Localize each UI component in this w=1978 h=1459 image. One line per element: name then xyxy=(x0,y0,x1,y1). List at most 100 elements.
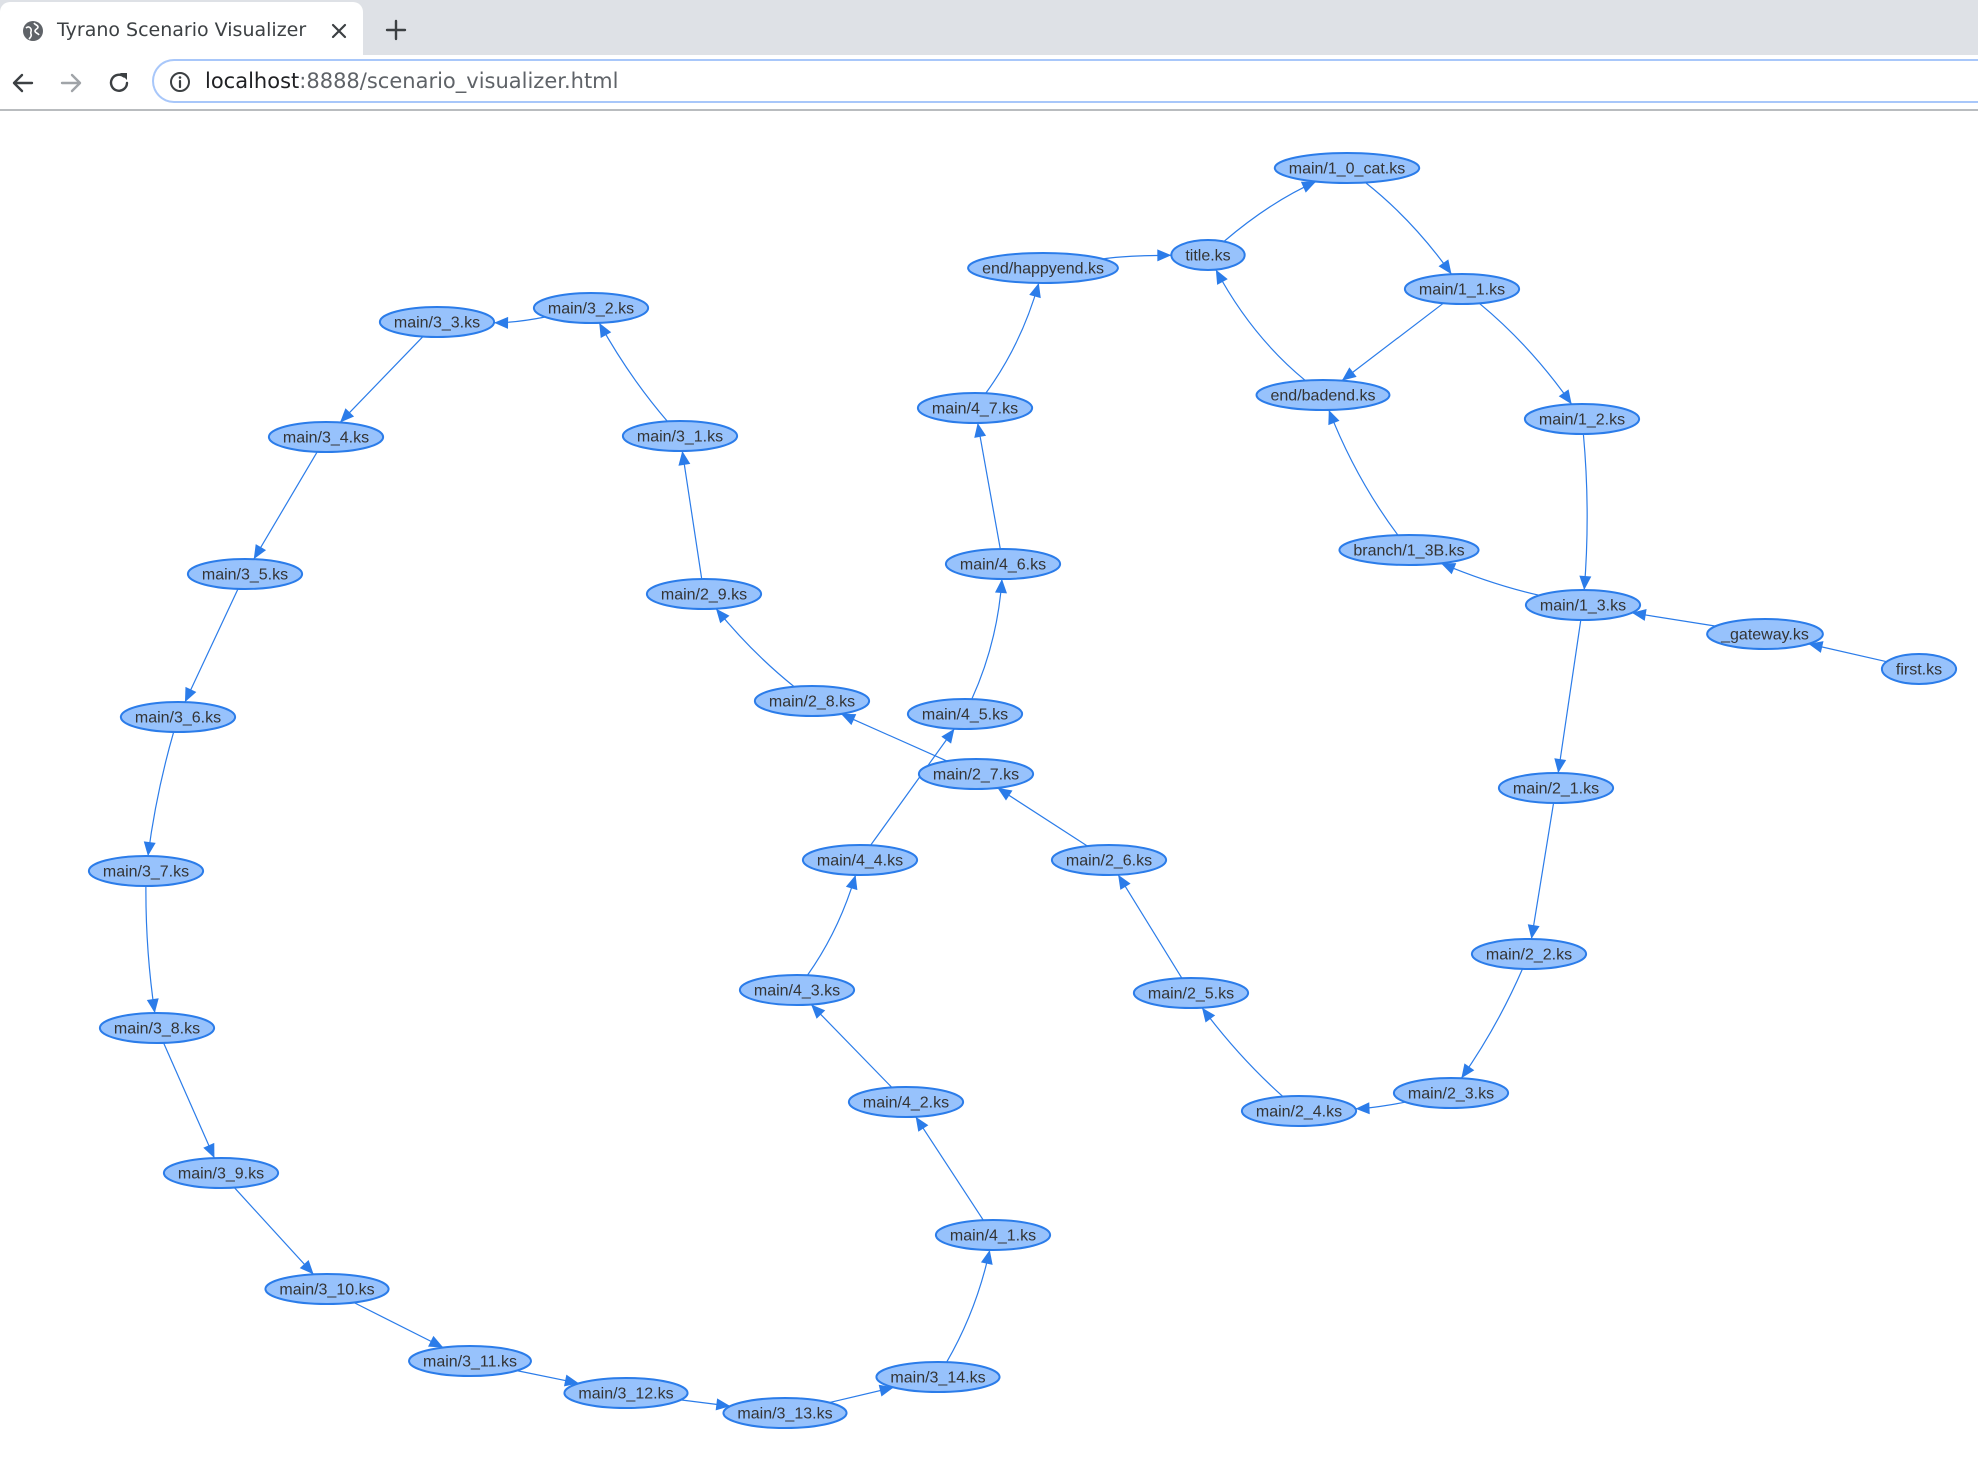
edge-m3_9-to-m3_10[interactable] xyxy=(233,1187,315,1275)
node-branch1_3B[interactable]: branch/1_3B.ks xyxy=(1338,534,1480,566)
edge-m1_1-to-m1_2[interactable] xyxy=(1478,302,1573,405)
node-ellipse[interactable] xyxy=(847,1086,965,1118)
node-ellipse[interactable] xyxy=(722,1397,848,1429)
node-ellipse[interactable] xyxy=(119,701,237,733)
node-ellipse[interactable] xyxy=(1706,618,1824,650)
node-ellipse[interactable] xyxy=(1392,1077,1510,1109)
node-m2_4[interactable]: main/2_4.ks xyxy=(1240,1095,1358,1127)
edge-m3_12-to-m3_13[interactable] xyxy=(680,1398,731,1411)
edge-m3_2-to-m3_3[interactable] xyxy=(494,316,546,329)
node-ellipse[interactable] xyxy=(875,1361,1001,1393)
node-m3_1[interactable]: main/3_1.ks xyxy=(621,420,739,452)
node-m3_10[interactable]: main/3_10.ks xyxy=(264,1273,390,1305)
node-m2_6[interactable]: main/2_6.ks xyxy=(1050,844,1168,876)
edge-m2_3-to-m2_4[interactable] xyxy=(1355,1101,1406,1115)
url-text[interactable]: localhost:8888/scenario_visualizer.html xyxy=(205,69,618,93)
edge-m3_1-to-m3_2[interactable] xyxy=(598,322,668,422)
node-m3_5[interactable]: main/3_5.ks xyxy=(186,558,304,590)
node-m3_8[interactable]: main/3_8.ks xyxy=(98,1012,216,1044)
node-ellipse[interactable] xyxy=(1255,379,1391,411)
node-ellipse[interactable] xyxy=(1403,273,1521,305)
edge-m3_7-to-m3_8[interactable] xyxy=(145,885,159,1014)
edge-m1_2-to-m1_3[interactable] xyxy=(1579,433,1592,591)
node-m3_12[interactable]: main/3_12.ks xyxy=(563,1377,689,1409)
arrow-left-icon[interactable] xyxy=(8,68,38,98)
node-ellipse[interactable] xyxy=(1240,1095,1358,1127)
node-m2_2[interactable]: main/2_2.ks xyxy=(1470,938,1588,970)
address-bar[interactable]: localhost:8888/scenario_visualizer.html xyxy=(152,59,1978,103)
node-ellipse[interactable] xyxy=(753,685,871,717)
edge-m4_4-to-m4_5[interactable] xyxy=(870,728,955,846)
edge-title-to-m1_0cat[interactable] xyxy=(1223,181,1317,242)
node-ellipse[interactable] xyxy=(563,1377,689,1409)
edge-first-to-gateway[interactable] xyxy=(1808,641,1887,663)
node-m1_0cat[interactable]: main/1_0_cat.ks xyxy=(1273,152,1421,184)
node-m3_2[interactable]: main/3_2.ks xyxy=(532,292,650,324)
node-ellipse[interactable] xyxy=(917,758,1035,790)
node-title[interactable]: title.ks xyxy=(1170,239,1246,271)
node-ellipse[interactable] xyxy=(267,421,385,453)
edge-badend-to-title[interactable] xyxy=(1215,269,1306,382)
node-m2_1[interactable]: main/2_1.ks xyxy=(1497,772,1615,804)
tab-tyrano-scenario-visualizer[interactable]: Tyrano Scenario Visualizer xyxy=(0,2,363,55)
node-m2_8[interactable]: main/2_8.ks xyxy=(753,685,871,717)
edge-m3_10-to-m3_11[interactable] xyxy=(353,1301,444,1349)
node-ellipse[interactable] xyxy=(934,1219,1052,1251)
edge-m1_1-to-badend[interactable] xyxy=(1341,302,1444,382)
edge-m4_1-to-m4_2[interactable] xyxy=(915,1116,984,1221)
node-m4_2[interactable]: main/4_2.ks xyxy=(847,1086,965,1118)
node-ellipse[interactable] xyxy=(967,252,1119,284)
edge-m2_9-to-m3_1[interactable] xyxy=(678,450,703,580)
node-ellipse[interactable] xyxy=(378,306,496,338)
node-ellipse[interactable] xyxy=(944,548,1062,580)
node-ellipse[interactable] xyxy=(264,1273,390,1305)
node-ellipse[interactable] xyxy=(916,392,1034,424)
node-ellipse[interactable] xyxy=(1338,534,1480,566)
reload-icon[interactable] xyxy=(104,68,134,98)
node-ellipse[interactable] xyxy=(1132,977,1250,1009)
node-first[interactable]: first.ks xyxy=(1880,653,1958,685)
node-ellipse[interactable] xyxy=(1170,239,1246,271)
arrow-right-icon[interactable] xyxy=(56,68,86,98)
edge-m3_6-to-m3_7[interactable] xyxy=(143,731,175,857)
edge-m1_0cat-to-m1_1[interactable] xyxy=(1365,182,1453,275)
edge-branch1_3B-to-badend[interactable] xyxy=(1328,409,1399,536)
edge-happyend-to-title[interactable] xyxy=(1102,249,1172,262)
edge-m2_6-to-m2_7[interactable] xyxy=(997,787,1088,847)
node-m2_5[interactable]: main/2_5.ks xyxy=(1132,977,1250,1009)
node-ellipse[interactable] xyxy=(87,855,205,887)
node-m3_3[interactable]: main/3_3.ks xyxy=(378,306,496,338)
node-m3_14[interactable]: main/3_14.ks xyxy=(875,1361,1001,1393)
scenario-graph[interactable]: first.ks_gateway.ksmain/1_3.ksbranch/1_3… xyxy=(0,111,1978,1459)
node-m1_1[interactable]: main/1_1.ks xyxy=(1403,273,1521,305)
edge-m4_7-to-happyend[interactable] xyxy=(985,282,1041,394)
edge-gateway-to-m1_3[interactable] xyxy=(1631,609,1716,627)
plus-icon[interactable] xyxy=(383,17,409,43)
node-m4_3[interactable]: main/4_3.ks xyxy=(738,974,856,1006)
node-gateway[interactable]: _gateway.ks xyxy=(1706,618,1824,650)
node-ellipse[interactable] xyxy=(1880,653,1958,685)
node-ellipse[interactable] xyxy=(801,844,919,876)
node-ellipse[interactable] xyxy=(645,578,763,610)
node-m1_2[interactable]: main/1_2.ks xyxy=(1523,403,1641,435)
edge-m3_8-to-m3_9[interactable] xyxy=(163,1042,215,1159)
edge-m4_2-to-m4_3[interactable] xyxy=(810,1004,893,1088)
node-m2_3[interactable]: main/2_3.ks xyxy=(1392,1077,1510,1109)
node-ellipse[interactable] xyxy=(1273,152,1421,184)
edge-m4_5-to-m4_6[interactable] xyxy=(971,578,1007,700)
node-happyend[interactable]: end/happyend.ks xyxy=(967,252,1119,284)
edge-m4_6-to-m4_7[interactable] xyxy=(974,422,1001,550)
edge-m1_3-to-branch1_3B[interactable] xyxy=(1440,562,1540,596)
node-ellipse[interactable] xyxy=(162,1157,280,1189)
node-m3_4[interactable]: main/3_4.ks xyxy=(267,421,385,453)
node-m3_11[interactable]: main/3_11.ks xyxy=(408,1345,532,1377)
node-ellipse[interactable] xyxy=(906,698,1024,730)
node-ellipse[interactable] xyxy=(1523,403,1641,435)
node-ellipse[interactable] xyxy=(408,1345,532,1377)
edge-m3_14-to-m4_1[interactable] xyxy=(946,1249,993,1363)
edge-m2_1-to-m2_2[interactable] xyxy=(1527,802,1555,940)
node-ellipse[interactable] xyxy=(1470,938,1588,970)
info-icon[interactable] xyxy=(169,71,191,93)
node-ellipse[interactable] xyxy=(621,420,739,452)
edge-m3_13-to-m3_14[interactable] xyxy=(829,1384,894,1404)
